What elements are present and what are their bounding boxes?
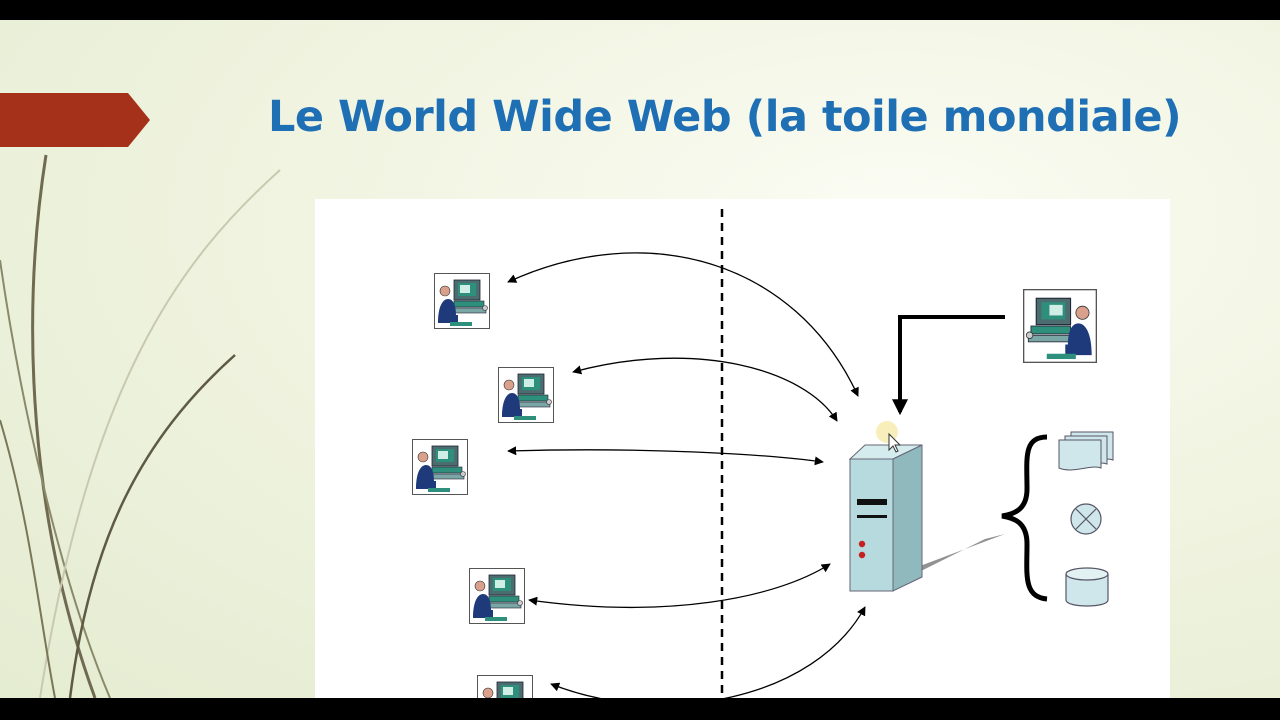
mouse-cursor-icon: [876, 421, 902, 453]
web-architecture-diagram: [315, 199, 1170, 698]
user-at-computer-icon: [1023, 289, 1097, 363]
decorative-grass-strands: [0, 154, 281, 698]
client-workstation-4: [469, 568, 525, 624]
arrow-client-3: [507, 446, 824, 466]
client-workstation-5: [477, 675, 533, 698]
client-workstation-3: [412, 439, 468, 495]
author-workstation: [1023, 289, 1097, 363]
slide-title: Le World Wide Web (la toile mondiale): [268, 92, 1182, 142]
database-cylinder-icon: [1065, 567, 1109, 607]
title-accent-arrow: [0, 93, 150, 147]
slide: Le World Wide Web (la toile mondiale): [0, 20, 1280, 698]
documents-stack-icon: [1058, 431, 1114, 471]
user-at-computer-icon: [434, 273, 490, 329]
client-workstation-2: [498, 367, 554, 423]
server-tower-icon: [848, 444, 1005, 592]
user-at-computer-icon: [498, 367, 554, 423]
user-at-computer-icon: [477, 675, 533, 698]
arrow-client-2: [572, 357, 838, 422]
resources-brace: [1001, 434, 1048, 602]
user-at-computer-icon: [412, 439, 468, 495]
arrow-client-1: [507, 252, 859, 397]
connection-arrows: [507, 209, 1048, 698]
client-workstation-1: [434, 273, 490, 329]
author-upload-arrow: [892, 315, 1005, 416]
user-at-computer-icon: [469, 568, 525, 624]
arrow-client-4: [528, 563, 831, 608]
arrow-client-5: [550, 606, 866, 698]
program-circle-icon: [1070, 503, 1102, 535]
